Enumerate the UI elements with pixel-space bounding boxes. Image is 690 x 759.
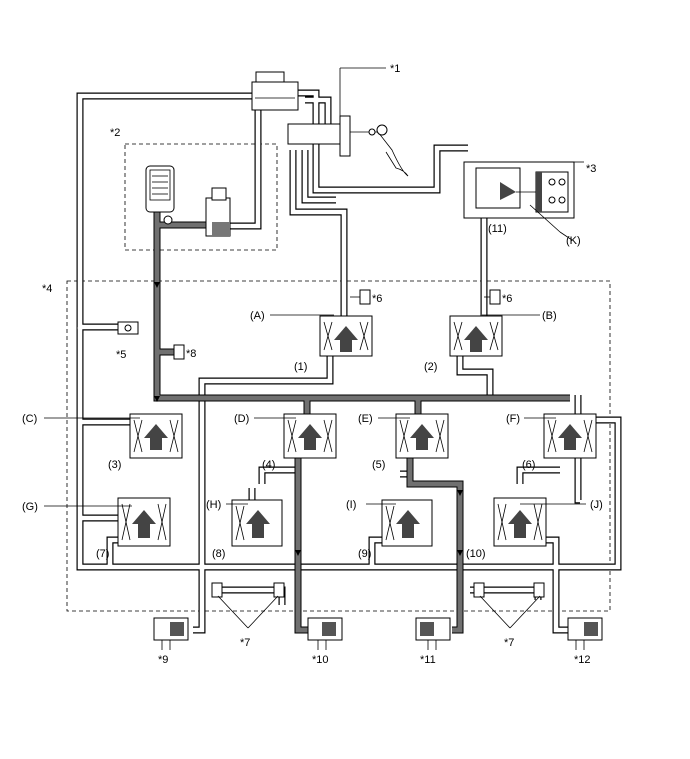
stroke-simulator <box>463 161 575 233</box>
callout-4: *4 <box>42 283 52 295</box>
valve-B <box>449 315 503 357</box>
pressure-sensor-7b <box>273 582 285 598</box>
pressure-sensor-6b <box>484 289 501 305</box>
callout-11: *11 <box>420 654 436 666</box>
pump-motor <box>205 187 231 237</box>
label-I: (I) <box>346 499 356 511</box>
callout-8: *8 <box>186 348 196 360</box>
callout-12: *12 <box>574 654 591 666</box>
label-10: (10) <box>466 548 486 560</box>
callout-6b: *6 <box>502 293 512 305</box>
valve-A <box>319 315 373 357</box>
master-cylinder <box>287 68 378 157</box>
accumulator <box>145 165 175 225</box>
valve-C <box>129 413 183 459</box>
wheel-cylinder-9 <box>153 617 189 650</box>
brake-fluid-reservoir <box>251 71 299 111</box>
pressure-sensor-7a <box>211 582 223 598</box>
flow-arrow <box>154 282 160 288</box>
label-3: (3) <box>108 459 121 471</box>
label-J: (J) <box>590 499 603 511</box>
label-8: (8) <box>212 548 225 560</box>
flow-arrow <box>295 550 301 556</box>
wheel-cylinder-12 <box>567 617 603 650</box>
booster-unit-enclosure <box>124 143 278 251</box>
labels: *1 *2 *3 *4 *5 *6 *6 *7 *7 *8 *9 *10 *11… <box>22 63 603 666</box>
pressure-sensor-6a <box>350 289 371 305</box>
valve-F <box>543 413 597 459</box>
callout-3: *3 <box>586 163 596 175</box>
label-K: (K) <box>566 235 581 247</box>
callout-9: *9 <box>158 654 168 666</box>
valve-J <box>493 497 547 547</box>
valve-E <box>395 413 449 459</box>
brake-pedal <box>368 124 409 177</box>
valve-G <box>117 497 171 547</box>
label-B: (B) <box>542 310 557 322</box>
callout-7a: *7 <box>240 637 250 649</box>
label-D: (D) <box>234 413 249 425</box>
solenoid-valves <box>117 315 597 547</box>
callout-6a: *6 <box>372 293 382 305</box>
flow-arrow <box>154 396 160 402</box>
reservoir-switch-5 <box>117 321 139 335</box>
label-1: (1) <box>294 361 307 373</box>
label-G: (G) <box>22 501 38 513</box>
label-7: (7) <box>96 548 109 560</box>
label-E: (E) <box>358 413 373 425</box>
wheel-cylinder-10 <box>307 617 343 650</box>
label-F: (F) <box>506 413 520 425</box>
actuator-enclosure <box>66 280 611 612</box>
callout-1: *1 <box>390 63 400 75</box>
label-11: (11) <box>488 223 507 235</box>
pressure-sensor-7c <box>473 582 485 598</box>
label-6: (6) <box>522 459 535 471</box>
label-9: (9) <box>358 548 371 560</box>
valve-I <box>381 499 433 547</box>
leader-lines <box>44 67 586 629</box>
valve-H <box>231 499 283 547</box>
hydraulic-lines <box>76 89 622 634</box>
wheel-cylinder-11 <box>415 617 451 650</box>
callout-7b: *7 <box>504 637 514 649</box>
label-2: (2) <box>424 361 437 373</box>
valve-D <box>283 413 337 459</box>
pressure-sensor-7d <box>533 582 545 598</box>
flow-arrow <box>457 490 463 496</box>
pressure-sensor-8 <box>173 344 185 360</box>
label-C: (C) <box>22 413 37 425</box>
label-A: (A) <box>250 310 265 322</box>
callout-10: *10 <box>312 654 329 666</box>
wheel-cylinders <box>153 617 603 650</box>
label-5: (5) <box>372 459 385 471</box>
callout-2: *2 <box>110 127 120 139</box>
label-4: (4) <box>262 459 275 471</box>
pressure-sensors <box>117 289 545 598</box>
callout-5: *5 <box>116 349 126 361</box>
label-H: (H) <box>206 499 221 511</box>
flow-arrow <box>457 550 463 556</box>
